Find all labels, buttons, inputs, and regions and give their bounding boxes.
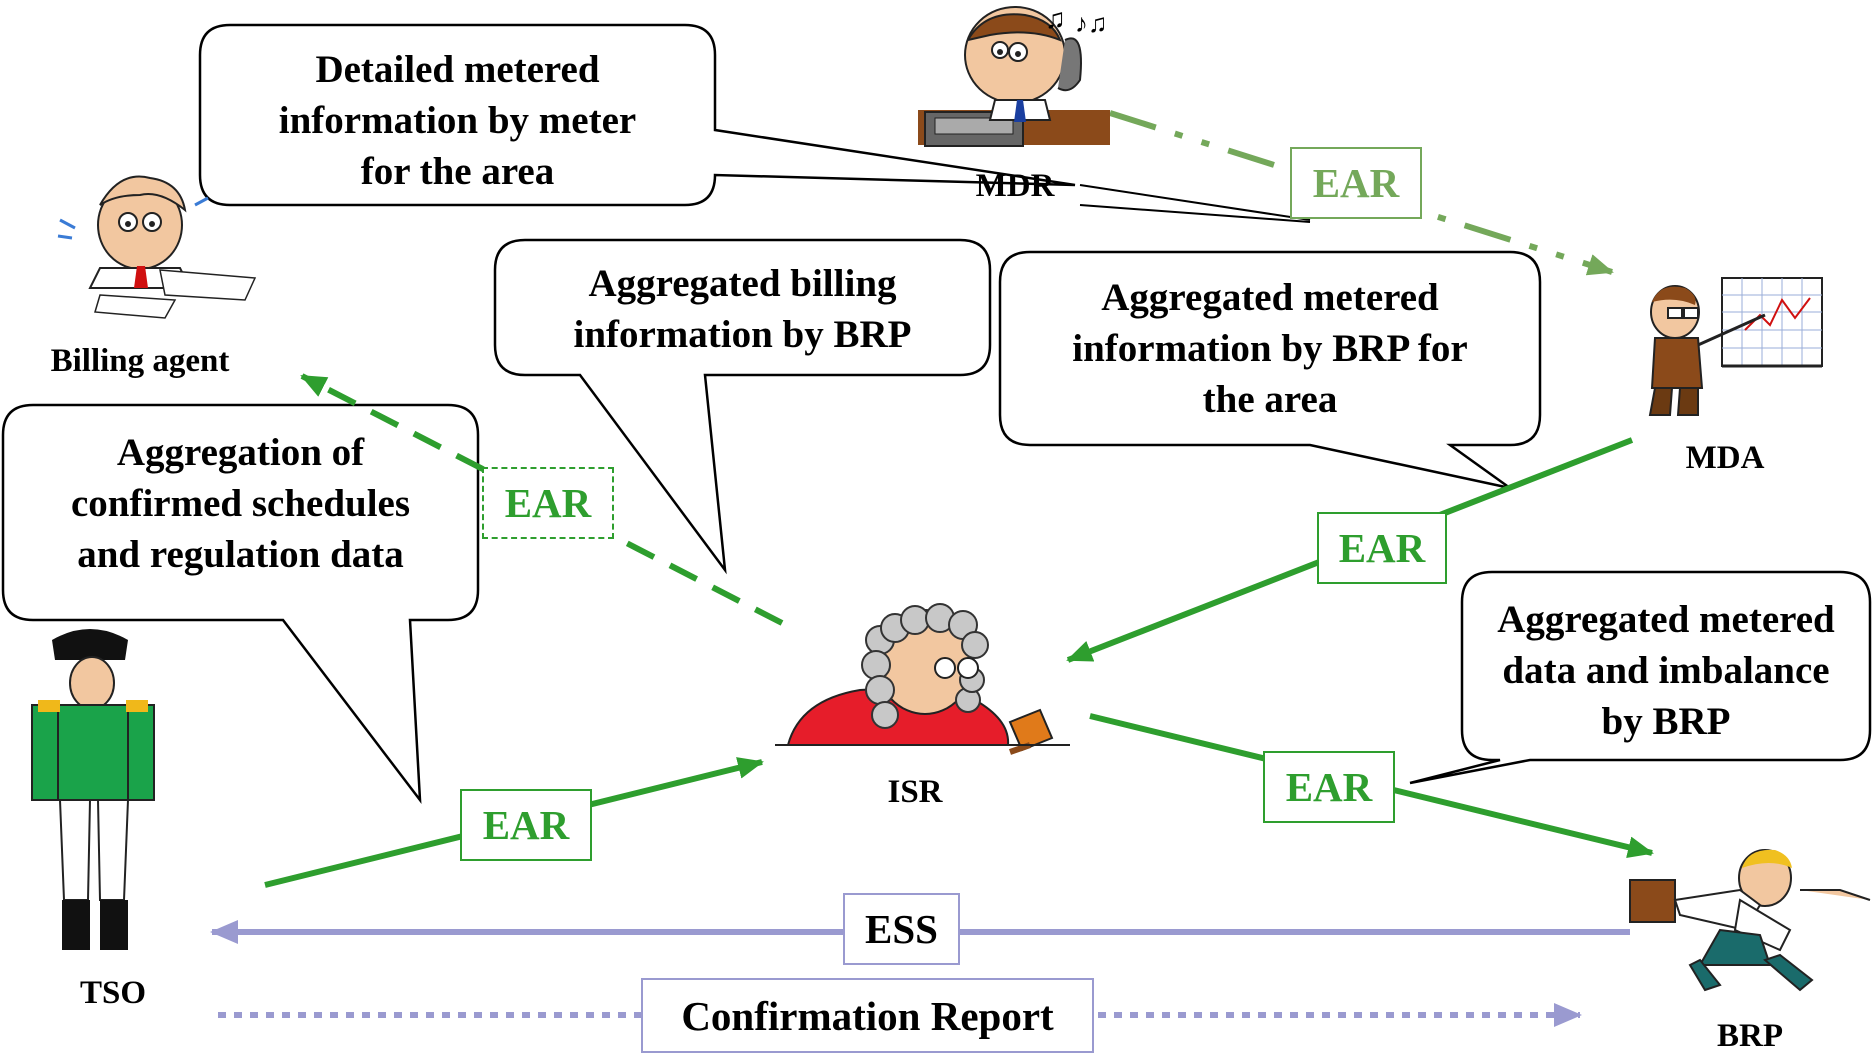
actor-label-billing-agent: Billing agent (50, 343, 230, 379)
general-icon (31, 629, 155, 950)
bubble-line: Aggregated billing (588, 262, 897, 305)
actor-label-mdr: MDR (975, 168, 1055, 204)
bubble-line: data and imbalance (1502, 649, 1830, 692)
bubble-aggregated-billing-text: Aggregated billing information by BRP (500, 258, 985, 360)
bubble-line: information by meter (278, 99, 637, 142)
bubble-aggregation-schedules (1, 403, 480, 805)
bubble-line: by BRP (1601, 700, 1731, 743)
actor-label-mda: MDA (1685, 440, 1765, 476)
svg-text:♫: ♫ (1045, 4, 1066, 35)
bubble-detailed-metered (198, 23, 1076, 207)
mdr-pointer-lines (1079, 184, 1311, 223)
message-confirmation-report: Confirmation Report (641, 978, 1094, 1053)
bubble-aggregated-imbalance-text: Aggregated metered data and imbalance by… (1465, 594, 1867, 747)
phone-operator-icon: ♫ ♪♫ (918, 4, 1110, 147)
actor-label-tso: TSO (79, 975, 147, 1011)
bubble-line: Aggregated metered (1497, 598, 1835, 641)
bubble-line: for the area (360, 150, 555, 193)
bubble-aggregated-billing (493, 238, 992, 575)
bubble-line: information by BRP (573, 313, 912, 356)
bubble-aggregated-metered-area (998, 250, 1542, 490)
judge-icon (775, 603, 1070, 755)
bubble-line: Aggregation of (116, 431, 365, 474)
actor-label-brp: BRP (1717, 1018, 1783, 1054)
bubble-detailed-metered-text: Detailed metered information by meter fo… (205, 44, 710, 197)
stressed-man-icon (57, 175, 257, 319)
bubble-aggregation-schedules-text: Aggregation of confirmed schedules and r… (8, 427, 473, 580)
bubble-line: and regulation data (77, 533, 404, 576)
bubble-line: information by BRP for (1072, 327, 1468, 370)
presenter-chart-icon (1648, 277, 1823, 416)
bubble-line: confirmed schedules (70, 482, 411, 525)
message-ear-mdr-mda: EAR (1290, 147, 1422, 219)
running-man-icon (1629, 849, 1871, 992)
svg-text:♪♫: ♪♫ (1075, 9, 1108, 38)
message-ear-isr-billing: EAR (482, 467, 614, 539)
message-ear-mda-isr: EAR (1317, 512, 1447, 584)
message-ear-isr-brp: EAR (1263, 751, 1395, 823)
bubble-line: the area (1202, 378, 1338, 421)
bubble-aggregated-imbalance (1409, 570, 1872, 785)
bubble-line: Detailed metered (315, 48, 600, 91)
bubble-aggregated-metered-area-text: Aggregated metered information by BRP fo… (1005, 272, 1535, 425)
message-ear-tso-isr: EAR (460, 789, 592, 861)
actor-label-isr: ISR (887, 774, 943, 810)
bubble-line: Aggregated metered (1101, 276, 1439, 319)
message-ess: ESS (843, 893, 960, 965)
